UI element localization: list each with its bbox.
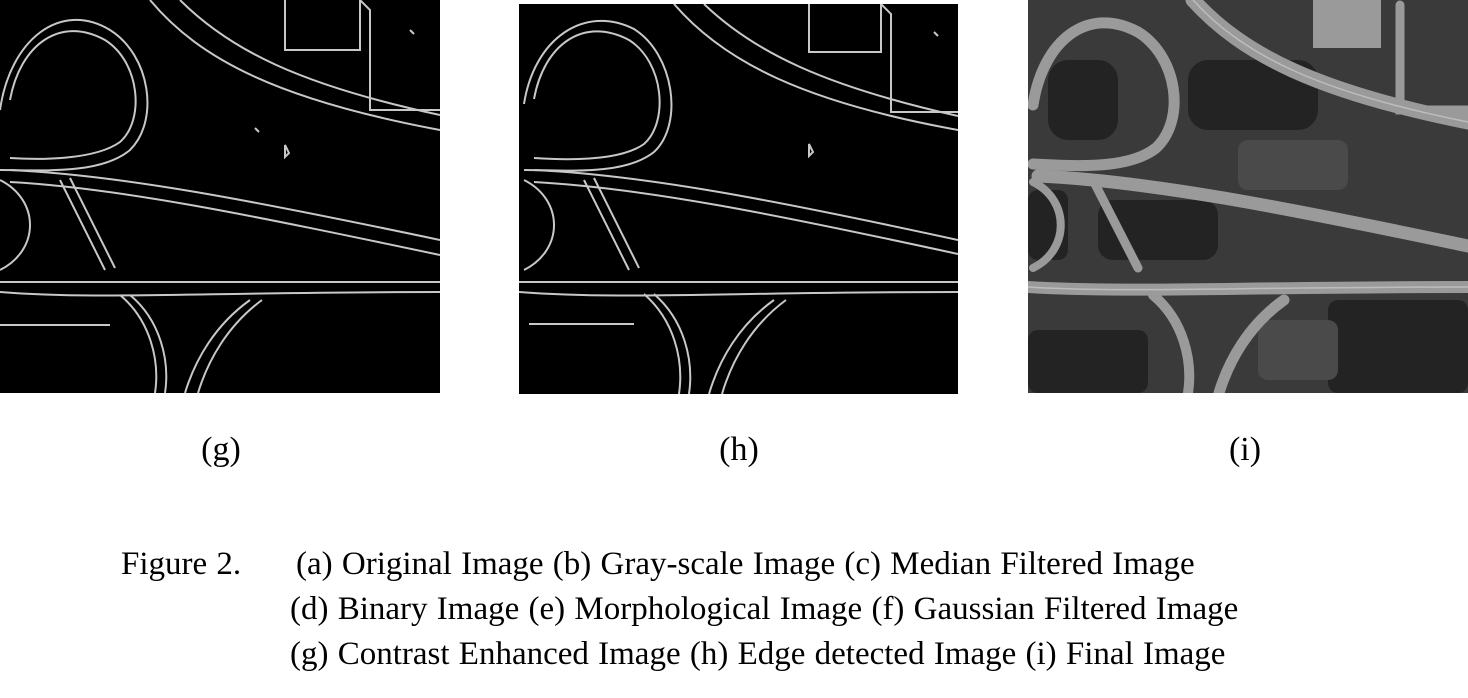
figure-caption-line-2: (d) Binary Image (e) Morphological Image…	[290, 591, 1239, 627]
contrast-enhanced-image	[0, 0, 440, 393]
panel-g-contrast-enhanced-image	[0, 0, 440, 393]
panel-label-h: (h)	[719, 431, 759, 468]
figure-caption-line-1: (a) Original Image (b) Gray-scale Image …	[296, 546, 1195, 582]
figure-caption-line-3: (g) Contrast Enhanced Image (h) Edge det…	[290, 636, 1226, 672]
edge-detected-image	[519, 4, 958, 394]
panel-label-i: (i)	[1228, 431, 1262, 468]
panel-label-g: (g)	[201, 431, 241, 468]
figure-caption-prefix: Figure 2.	[121, 546, 242, 582]
final-image	[1028, 0, 1468, 393]
panel-h-edge-detected-image	[519, 4, 958, 394]
panel-i-final-image	[1028, 0, 1468, 393]
